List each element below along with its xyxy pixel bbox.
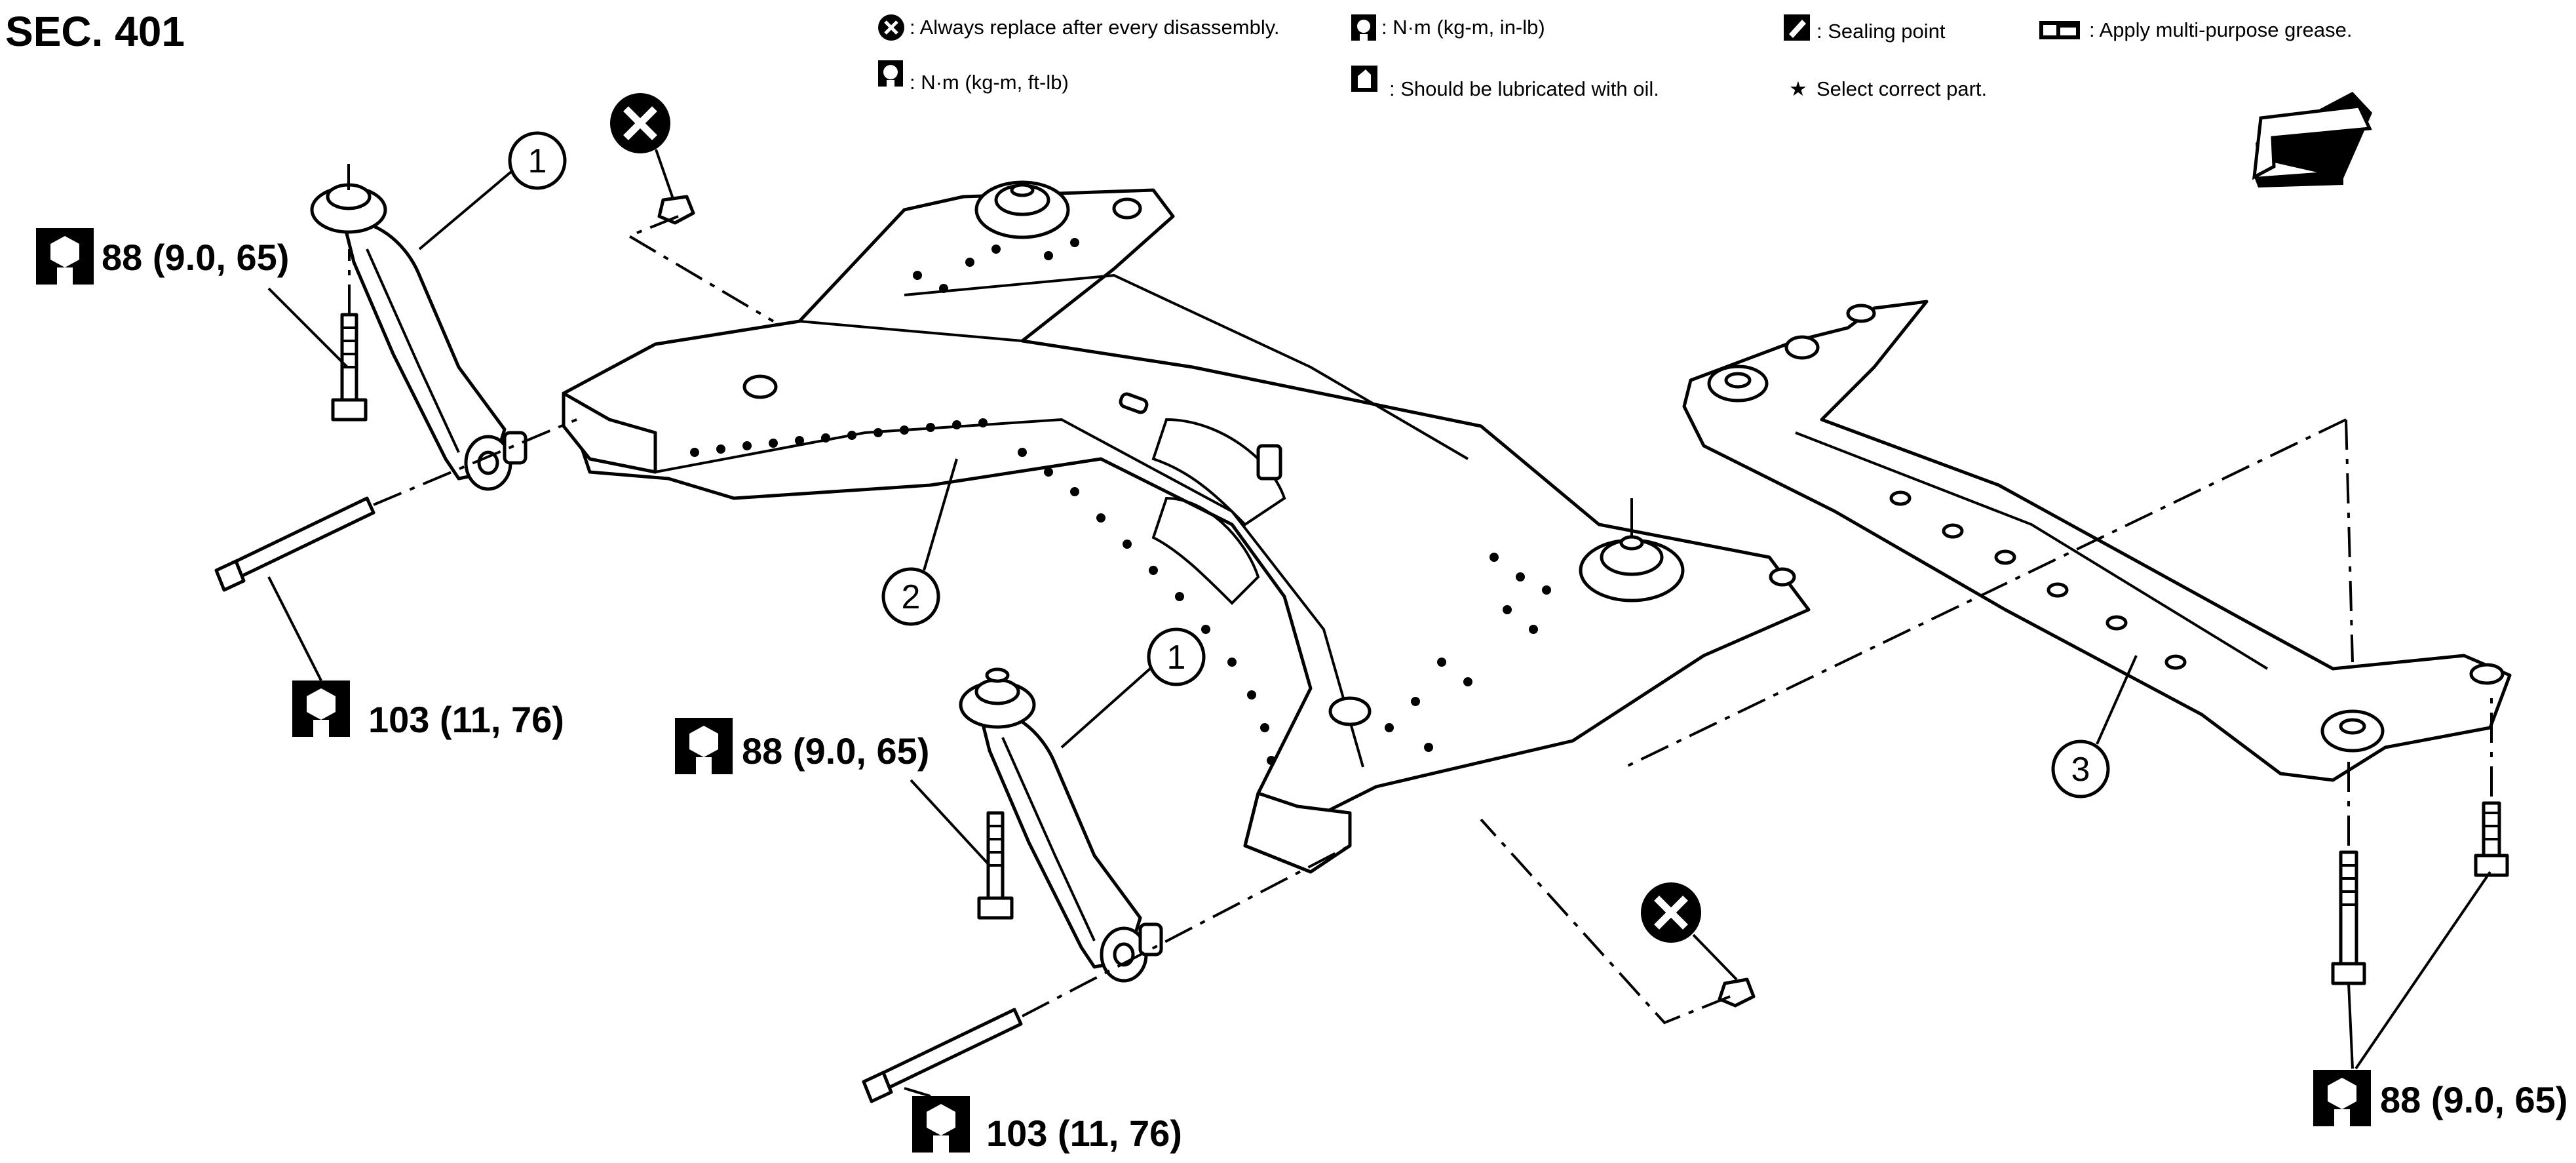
section-title: SEC. 401 xyxy=(5,8,185,55)
legend-select-star: ★ xyxy=(1789,77,1807,100)
legend-grease: : Apply multi-purpose grease. xyxy=(2089,18,2353,41)
rivet-holes xyxy=(690,238,1551,765)
arrow-front-icon xyxy=(2252,92,2372,187)
callout-suspension-member: 2 xyxy=(881,458,958,626)
callout-number: 1 xyxy=(528,142,547,180)
torque-left-link-bolt: 103 (11, 76) xyxy=(267,576,564,740)
mount-bushing xyxy=(974,180,1070,239)
torque-value: 88 (9.0, 65) xyxy=(102,237,289,278)
torque-wrench-icon xyxy=(912,1096,970,1153)
legend-sealing: : Sealing point xyxy=(1817,20,1946,43)
link-bushing-bottom xyxy=(1100,922,1163,983)
grease-icon xyxy=(2039,21,2080,39)
callout-number: 2 xyxy=(902,578,921,616)
link-bushing-top xyxy=(959,667,1036,729)
torque-value: 88 (9.0, 65) xyxy=(742,730,929,772)
stay-holes xyxy=(1889,490,2187,670)
nut-top xyxy=(626,195,775,323)
mount-bushing xyxy=(1579,498,1685,602)
link-center xyxy=(862,667,1351,1103)
callout-member-stay: 3 xyxy=(2051,655,2138,798)
torque-center-link-bolt: 103 (11, 76) xyxy=(904,1087,1182,1154)
callout-link-left: 1 xyxy=(418,131,567,250)
torque-value: 103 (11, 76) xyxy=(986,1113,1182,1154)
torque-wrench-icon xyxy=(292,680,350,737)
legend-replace: : Always replace after every disassembly… xyxy=(910,16,1280,39)
callout-link-center: 1 xyxy=(1060,627,1206,749)
torque-value: 103 (11, 76) xyxy=(368,699,564,740)
torque-ftlb-icon xyxy=(878,60,903,87)
replace-symbol-icon xyxy=(610,93,674,199)
callout-number: 3 xyxy=(2071,751,2090,789)
link-bolt-horizontal xyxy=(214,418,577,592)
nut-bottom xyxy=(1480,818,1756,1025)
member-bolts xyxy=(2331,695,2509,985)
torque-wrench-icon xyxy=(2313,1070,2371,1126)
sealing-point-icon xyxy=(1784,14,1810,41)
torque-inlb-icon xyxy=(1351,14,1376,41)
torque-wrench-icon xyxy=(36,228,94,285)
link-bolt-horizontal xyxy=(862,844,1351,1103)
torque-wrench-icon xyxy=(675,718,733,774)
link-bolt-vertical xyxy=(977,811,1014,920)
replace-symbol-icon xyxy=(878,14,904,41)
torque-center-link-top: 88 (9.0, 65) xyxy=(675,718,991,867)
legend-nm-ft-lb: : N·m (kg-m, ft-lb) xyxy=(910,71,1069,94)
legend-select: Select correct part. xyxy=(1817,77,1987,100)
legend: : Always replace after every disassembly… xyxy=(878,14,2353,100)
torque-value: 88 (9.0, 65) xyxy=(2380,1079,2567,1120)
legend-nm-in-lb: : N·m (kg-m, in-lb) xyxy=(1381,16,1545,39)
torque-member-bolts: 88 (9.0, 65) xyxy=(2313,871,2567,1126)
legend-lubricate: : Should be lubricated with oil. xyxy=(1389,77,1659,100)
callout-number: 1 xyxy=(1167,639,1186,677)
link-bushing-bottom xyxy=(464,431,528,491)
replace-symbol-icon xyxy=(1641,882,1738,981)
link-left xyxy=(214,164,577,592)
link-bushing-top xyxy=(310,164,387,234)
suspension-member xyxy=(562,180,1811,874)
link-bolt-vertical xyxy=(331,249,368,422)
lubricate-oil-icon xyxy=(1351,66,1377,92)
torque-left-link-top: 88 (9.0, 65) xyxy=(36,228,349,368)
